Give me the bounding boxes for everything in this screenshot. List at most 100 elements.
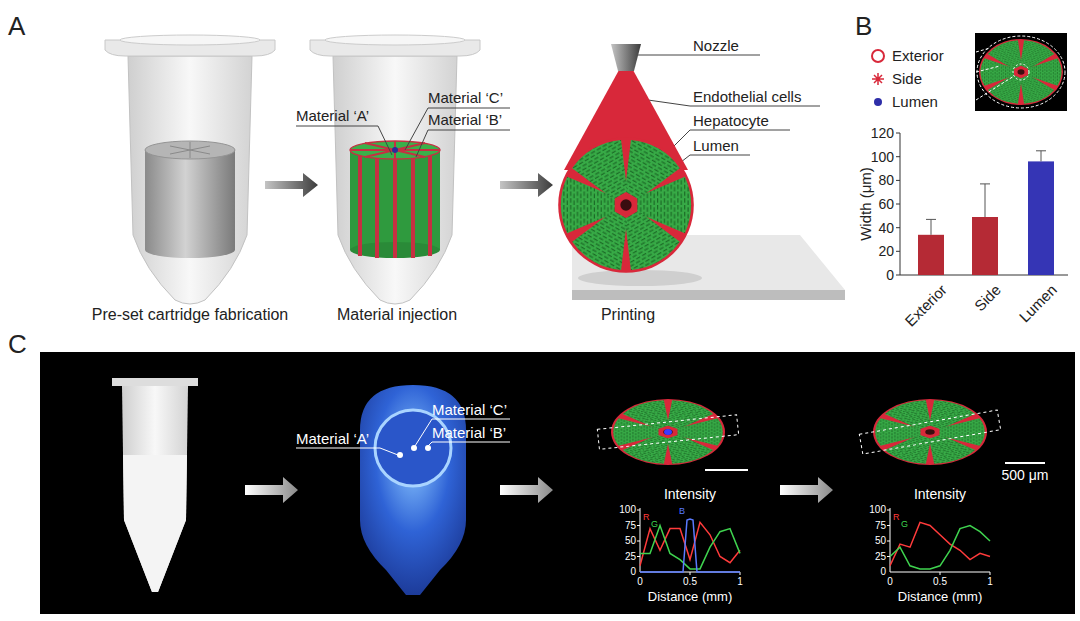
series-label: R — [893, 512, 900, 522]
step-caption: Pre-set cartridge fabrication — [92, 306, 289, 324]
legend-label: Side — [892, 70, 922, 87]
tube-injected — [411, 150, 415, 258]
inset-micrograph — [977, 36, 1065, 108]
tick-label: 25 — [875, 551, 886, 563]
leader-line — [296, 126, 392, 155]
bar-chart — [918, 235, 944, 275]
part-label: Lumen — [693, 137, 739, 154]
leader-line — [296, 448, 398, 455]
tick-label: 0.5 — [683, 576, 697, 588]
part-label: Endothelial cells — [693, 88, 801, 105]
tube-photo — [112, 378, 198, 592]
bar-chart — [1028, 161, 1054, 275]
inset-micrograph — [975, 33, 1067, 111]
inset-micrograph — [1013, 64, 1029, 80]
part-label: Hepatocyte — [693, 112, 769, 129]
leader-line — [428, 442, 510, 446]
tick-label: 0 — [630, 566, 636, 578]
tick-label: 120 — [871, 125, 894, 141]
axis-title: Distance (mm) — [648, 590, 733, 605]
tube-cartridge — [105, 35, 275, 304]
bar-chart — [972, 217, 998, 275]
process-arrow — [245, 477, 298, 503]
tube-cartridge — [120, 35, 260, 45]
tube-injected — [428, 150, 432, 256]
tube-injected — [358, 150, 362, 256]
printing-scene — [611, 44, 641, 71]
tick-label: 1 — [737, 576, 743, 588]
legend-symbol — [874, 98, 882, 106]
section-micrograph — [611, 398, 725, 467]
material-label: Material ‘B’ — [428, 111, 502, 128]
tick-label: 60 — [878, 196, 894, 212]
material-label: Material ‘B’ — [432, 424, 506, 441]
section-micrograph — [597, 398, 1045, 470]
series-label: G — [651, 519, 658, 529]
printing-scene — [558, 44, 845, 300]
tube-cartridge — [145, 242, 235, 258]
tick-label: 0 — [880, 566, 886, 578]
category-label: Exterior — [901, 281, 950, 330]
legend-symbol — [872, 50, 884, 62]
bar-chart — [896, 133, 1068, 275]
part-label: Nozzle — [693, 37, 739, 54]
material-label: Material ‘A’ — [296, 107, 369, 124]
process-arrow — [245, 477, 833, 503]
process-arrow — [500, 173, 553, 197]
tick-label: 100 — [869, 504, 886, 516]
leader-line — [416, 130, 510, 157]
legend-label: Lumen — [892, 93, 938, 110]
bar-chart — [896, 133, 1068, 275]
intensity-plot — [640, 526, 740, 569]
tube-cartridge — [145, 141, 235, 159]
tube-photo — [122, 386, 188, 592]
tick-label: 20 — [878, 243, 894, 259]
printing-scene — [578, 270, 702, 286]
tube-photo — [112, 378, 198, 386]
intensity-plot — [890, 526, 990, 569]
tick-label: 50 — [875, 535, 886, 547]
legend-symbol — [872, 50, 884, 106]
tick-label: 75 — [875, 520, 886, 532]
panel-letter: A — [8, 12, 25, 42]
tube-injected — [350, 141, 440, 159]
axis-title: Width (μm) — [857, 167, 874, 241]
tube-injected — [393, 150, 397, 258]
step-caption: Printing — [601, 306, 655, 324]
tick-label: 0.5 — [933, 576, 947, 588]
plot-title: Intensity — [914, 486, 966, 502]
inset-micrograph — [975, 33, 1067, 111]
tube-photo — [123, 455, 187, 592]
panel-letter: C — [8, 330, 27, 360]
tube-injected — [310, 35, 480, 304]
intensity-plot — [637, 508, 740, 575]
leader-line — [405, 108, 510, 150]
tick-label: 0 — [887, 576, 893, 588]
series-label: G — [901, 519, 908, 529]
section-micrograph — [705, 469, 748, 471]
panel-letter: B — [855, 12, 872, 42]
material-label: Material ‘A’ — [296, 430, 369, 447]
tube-injected — [375, 150, 379, 258]
intensity-plot — [887, 508, 990, 575]
dark-panel — [40, 352, 1075, 614]
tube-injected — [392, 147, 398, 153]
cartridge-photo — [411, 445, 417, 451]
cartridge-photo — [375, 410, 451, 486]
tube-cartridge — [170, 142, 210, 158]
intensity-plot — [637, 508, 990, 575]
leader-line — [638, 55, 760, 56]
leader-line — [415, 419, 510, 446]
category-label: Side — [971, 281, 1004, 314]
step-caption: Material injection — [337, 306, 457, 324]
tick-label: 75 — [625, 520, 636, 532]
tick-label: 80 — [878, 172, 894, 188]
section-micrograph — [1005, 462, 1045, 464]
tick-label: 50 — [625, 535, 636, 547]
bar-chart — [926, 151, 1046, 235]
axis-title: Distance (mm) — [898, 590, 983, 605]
tick-label: 1 — [987, 576, 993, 588]
tick-label: 0 — [637, 576, 643, 588]
legend-label: Exterior — [892, 47, 944, 64]
